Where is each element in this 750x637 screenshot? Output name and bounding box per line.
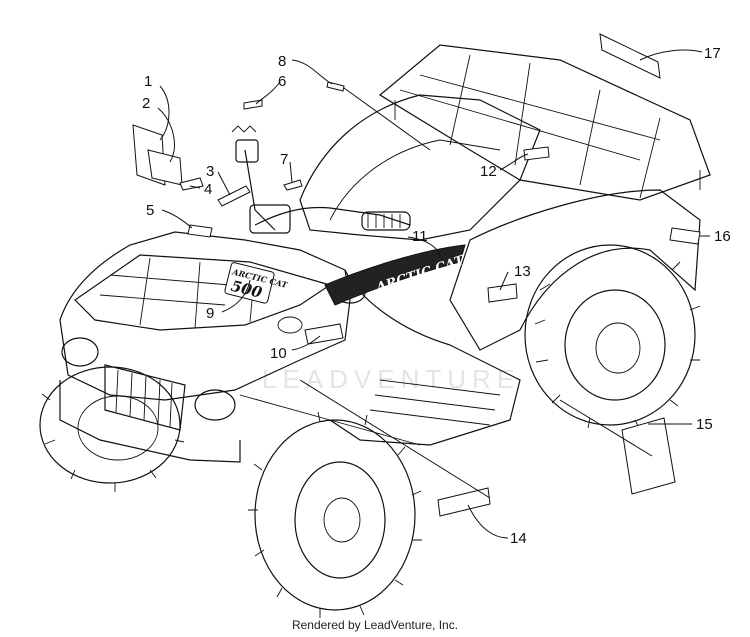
leader-lines (157, 49, 710, 539)
watermark: LEADVENTURE (262, 364, 520, 394)
decal-9: ARCTIC CAT 500 (224, 262, 289, 304)
callout-16: 16 (714, 228, 731, 245)
decal-10 (304, 323, 344, 345)
callout-labels: 1 2 3 4 5 6 7 8 9 10 11 12 13 14 15 16 1… (142, 45, 731, 547)
rear-right-wheel (524, 244, 701, 429)
callout-13: 13 (514, 263, 531, 280)
callout-7: 7 (280, 151, 288, 168)
callout-9: 9 (206, 305, 214, 322)
callout-10: 10 (270, 345, 287, 362)
callout-14: 14 (510, 530, 527, 547)
atv-body (59, 44, 711, 463)
callout-15: 15 (696, 416, 713, 433)
front-left-wheel (39, 366, 185, 492)
callout-17: 17 (704, 45, 721, 62)
callout-5: 5 (146, 202, 154, 219)
decal-12 (523, 146, 550, 161)
decal-8 (326, 81, 345, 92)
callout-4: 4 (204, 181, 212, 198)
decal-15 (621, 417, 676, 495)
callout-8: 8 (278, 53, 286, 70)
decal-14 (437, 487, 491, 517)
callout-2: 2 (142, 95, 150, 112)
decal-16 (669, 227, 701, 245)
callout-12: 12 (480, 163, 497, 180)
callout-6: 6 (278, 73, 286, 90)
render-credit: Rendered by LeadVenture, Inc. (291, 618, 459, 632)
callout-1: 1 (144, 73, 152, 90)
callout-11: 11 (412, 228, 428, 245)
callout-3: 3 (206, 163, 214, 180)
decal-5 (187, 224, 213, 238)
decal-17 (599, 33, 661, 79)
decals: ARCTIC CAT 500 ARCTIC CAT (132, 33, 701, 517)
decal-13 (487, 283, 518, 303)
decal-3 (217, 185, 251, 207)
decal-7 (283, 179, 303, 191)
front-right-wheel (248, 411, 422, 618)
